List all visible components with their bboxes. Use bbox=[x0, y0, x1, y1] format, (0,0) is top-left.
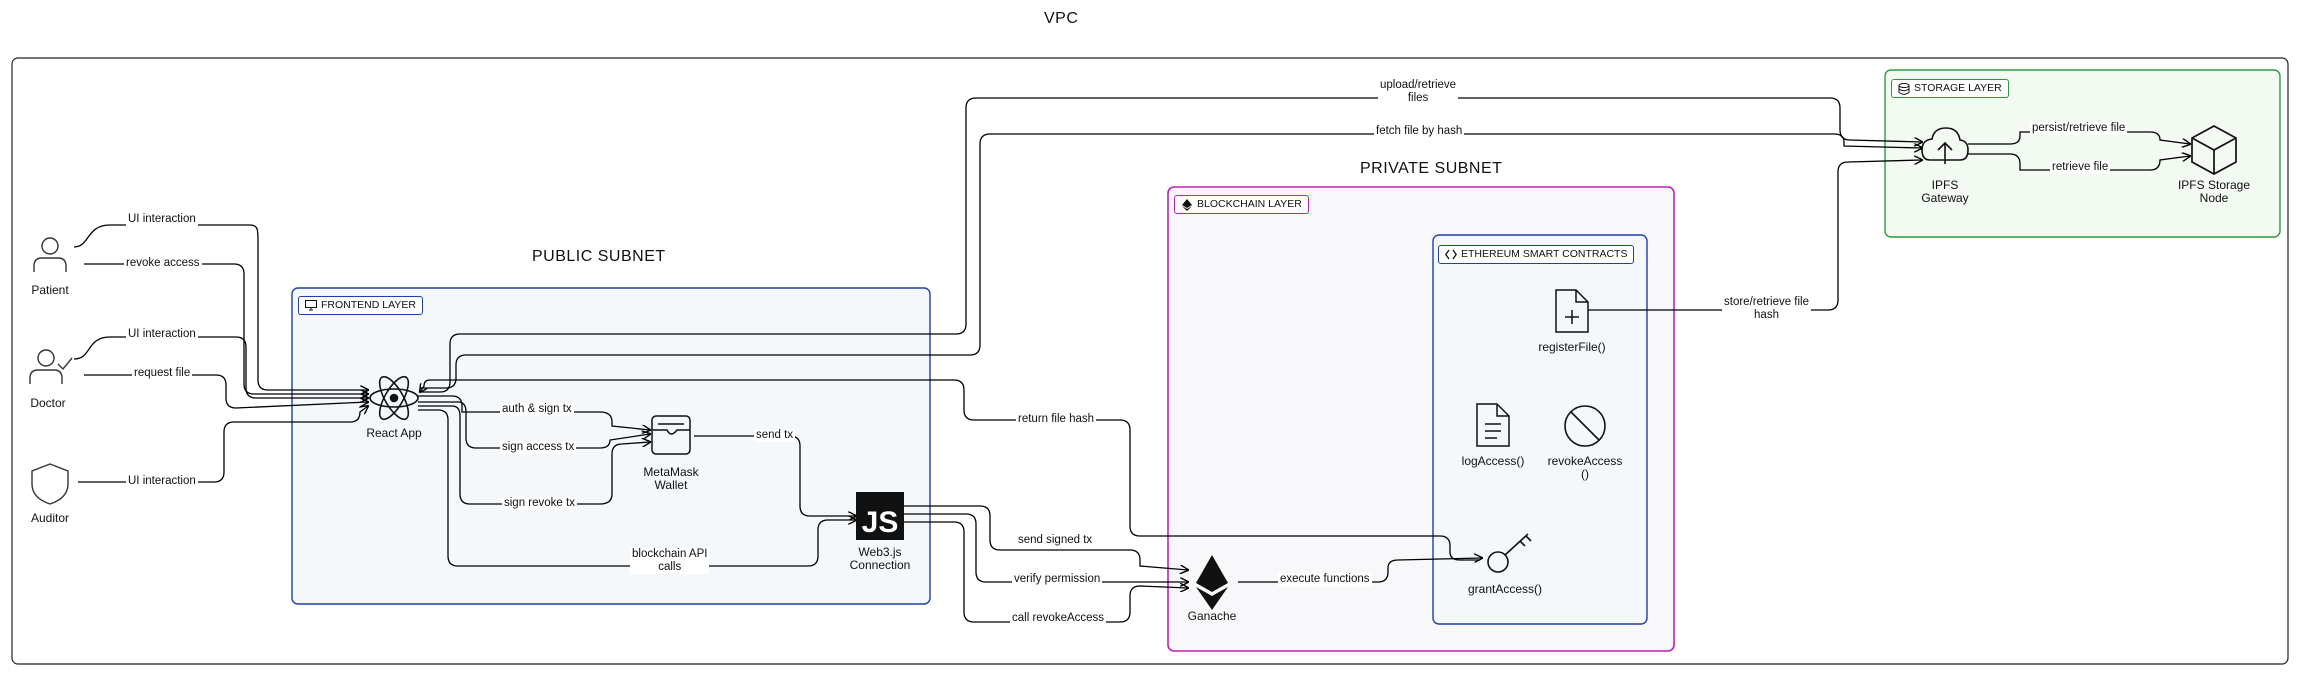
ban-icon bbox=[1564, 405, 1606, 447]
label-send-tx: send tx bbox=[754, 429, 796, 442]
node-register-file: registerFile() bbox=[1538, 340, 1606, 354]
box-icon bbox=[2191, 125, 2237, 175]
node-react-app: React App bbox=[366, 426, 422, 440]
database-icon bbox=[1898, 83, 1910, 95]
edge-upload-retrieve bbox=[420, 97, 1922, 393]
monitor-icon bbox=[305, 300, 317, 311]
label-upload-retrieve: upload/retrieve files bbox=[1378, 79, 1459, 105]
label-store-hash: store/retrieve file hash bbox=[1722, 296, 1812, 322]
code-icon bbox=[1445, 249, 1457, 260]
frontend-layer-label: FRONTEND LAYER bbox=[321, 299, 416, 311]
node-web3: Web3.js Connection bbox=[849, 545, 911, 572]
edge-patient-revoke bbox=[84, 263, 368, 394]
edge-retrieve-file bbox=[1968, 154, 2190, 171]
actor-patient: Patient bbox=[31, 283, 69, 297]
edge-doctor-request bbox=[84, 374, 368, 409]
blockchain-layer-title: BLOCKCHAIN LAYER bbox=[1174, 195, 1309, 214]
node-log-access: logAccess() bbox=[1461, 454, 1525, 468]
edge-store-hash bbox=[1588, 160, 1922, 311]
label-return-hash: return file hash bbox=[1016, 413, 1097, 426]
key-icon bbox=[1487, 533, 1532, 573]
edge-doctor-ui bbox=[73, 336, 368, 398]
file-text-icon bbox=[1476, 403, 1510, 447]
file-plus-icon bbox=[1555, 289, 1589, 333]
edge-persist-retrieve bbox=[1968, 131, 2190, 144]
actor-auditor: Auditor bbox=[30, 511, 70, 525]
edge-verify-permission bbox=[904, 513, 1188, 582]
user-icon bbox=[33, 237, 67, 272]
label-fetch-hash: fetch file by hash bbox=[1374, 125, 1465, 138]
edge-execute-functions bbox=[1238, 558, 1482, 583]
label-doctor-request: request file bbox=[132, 367, 193, 380]
node-ipfs-storage: IPFS Storage Node bbox=[2177, 178, 2251, 205]
edge-return-file-hash bbox=[420, 379, 1480, 561]
label-patient-revoke: revoke access bbox=[124, 257, 202, 270]
contracts-label: ETHEREUM SMART CONTRACTS bbox=[1461, 248, 1628, 260]
label-auditor-ui: UI interaction bbox=[126, 475, 198, 488]
node-ipfs-gateway: IPFS Gateway bbox=[1921, 178, 1969, 205]
edge-sign-access bbox=[418, 401, 650, 449]
label-call-revoke: call revokeAccess bbox=[1010, 612, 1107, 625]
label-execute: execute functions bbox=[1278, 573, 1372, 586]
label-retrieve: retrieve file bbox=[2050, 161, 2111, 174]
node-revoke-access: revokeAccess () bbox=[1547, 454, 1623, 481]
storage-layer-box bbox=[1884, 69, 2281, 238]
private-subnet-title: PRIVATE SUBNET bbox=[1360, 160, 1503, 177]
js-icon: JS bbox=[856, 492, 904, 540]
react-icon bbox=[369, 375, 419, 421]
edge-patient-ui bbox=[73, 224, 368, 390]
label-verify-permission: verify permission bbox=[1012, 573, 1103, 586]
label-patient-ui: UI interaction bbox=[126, 213, 198, 226]
edge-fetch-by-hash bbox=[420, 133, 1922, 389]
frontend-layer-box bbox=[291, 287, 931, 605]
user-check-icon bbox=[29, 349, 73, 384]
wallet-icon bbox=[651, 415, 691, 455]
node-grant-access: grantAccess() bbox=[1467, 582, 1543, 596]
public-subnet-title: PUBLIC SUBNET bbox=[532, 248, 666, 265]
actor-doctor: Doctor bbox=[30, 396, 66, 410]
shield-icon bbox=[31, 463, 69, 505]
storage-layer-title: STORAGE LAYER bbox=[1891, 79, 2009, 98]
node-ganache: Ganache bbox=[1187, 609, 1237, 623]
ethereum-small-icon bbox=[1182, 199, 1192, 211]
label-doctor-ui: UI interaction bbox=[126, 328, 198, 341]
label-sign-revoke: sign revoke tx bbox=[502, 497, 577, 510]
node-metamask: MetaMask Wallet bbox=[643, 465, 699, 492]
edge-send-signed bbox=[904, 505, 1188, 570]
label-auth-sign: auth & sign tx bbox=[500, 403, 574, 416]
contracts-box bbox=[1432, 234, 1648, 625]
vpc-title: VPC bbox=[1044, 10, 1079, 27]
vpc-boundary bbox=[11, 57, 2289, 665]
label-blockchain-api: blockchain API calls bbox=[630, 548, 710, 574]
label-send-signed: send signed tx bbox=[1016, 534, 1095, 547]
edge-auditor-ui bbox=[78, 406, 368, 483]
label-persist: persist/retrieve file bbox=[2030, 122, 2128, 135]
ethereum-icon bbox=[1196, 555, 1228, 610]
contracts-title: ETHEREUM SMART CONTRACTS bbox=[1438, 245, 1635, 264]
cloud-upload-icon bbox=[1921, 127, 1969, 164]
blockchain-layer-label: BLOCKCHAIN LAYER bbox=[1197, 198, 1302, 210]
svg-text:JS: JS bbox=[862, 506, 899, 539]
label-sign-access: sign access tx bbox=[500, 441, 577, 454]
storage-layer-label: STORAGE LAYER bbox=[1914, 82, 2002, 94]
frontend-layer-title: FRONTEND LAYER bbox=[298, 296, 423, 315]
